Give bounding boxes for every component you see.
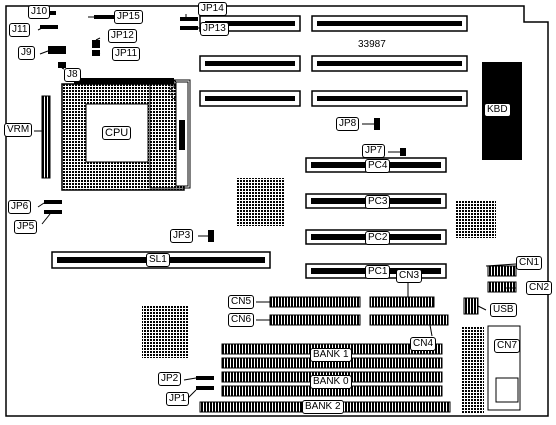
label-cn2: CN2 (526, 281, 553, 295)
label-jp13: JP13 (200, 22, 229, 36)
label-j9: J9 (18, 46, 35, 60)
label-jp3: JP3 (170, 229, 194, 243)
label-usb: USB (490, 303, 517, 317)
label-cn7: CN7 (494, 339, 521, 353)
label-jp8: JP8 (336, 117, 360, 131)
label-cn5: CN5 (228, 295, 255, 309)
label-jp6: JP6 (8, 200, 32, 214)
label-jp15: JP15 (114, 10, 143, 24)
vrm-connector (41, 95, 51, 179)
label-bank0: BANK 0 (310, 375, 352, 389)
label-amp: AMP (166, 78, 177, 100)
label-cn1: CN1 (516, 256, 543, 270)
board-outline (5, 5, 549, 417)
part-number: 33987 (358, 39, 386, 50)
label-jp12: JP12 (108, 29, 137, 43)
label-cn6: CN6 (228, 313, 255, 327)
label-jp14: JP14 (198, 2, 227, 16)
chipset (142, 178, 496, 358)
label-jp11: JP11 (112, 47, 141, 61)
label-j11: J11 (9, 23, 31, 37)
label-cn3: CN3 (396, 269, 423, 283)
label-bank1: BANK 1 (310, 348, 352, 362)
label-jp7: JP7 (362, 144, 386, 158)
label-jp2: JP2 (158, 372, 182, 386)
label-cn4: CN4 (410, 337, 437, 351)
label-sl1: SL1 (146, 253, 170, 267)
rear-io (462, 325, 521, 414)
label-kbd: KBD (484, 103, 511, 117)
isa-slots (199, 15, 468, 107)
label-jp5: JP5 (14, 220, 38, 234)
label-pc2: PC2 (365, 231, 391, 245)
label-j10: J10 (28, 5, 51, 19)
label-pc1: PC1 (365, 265, 391, 279)
pci-slots (305, 157, 447, 279)
headers (269, 265, 517, 326)
label-j8: J8 (64, 68, 81, 82)
label-cpu: CPU (102, 126, 132, 140)
label-pc4: PC4 (365, 159, 391, 173)
label-bank2: BANK 2 (302, 400, 344, 414)
leader-lines (34, 14, 517, 399)
label-jp1: JP1 (166, 392, 190, 406)
label-pc3: PC3 (365, 195, 391, 209)
label-vrm: VRM (4, 123, 33, 137)
